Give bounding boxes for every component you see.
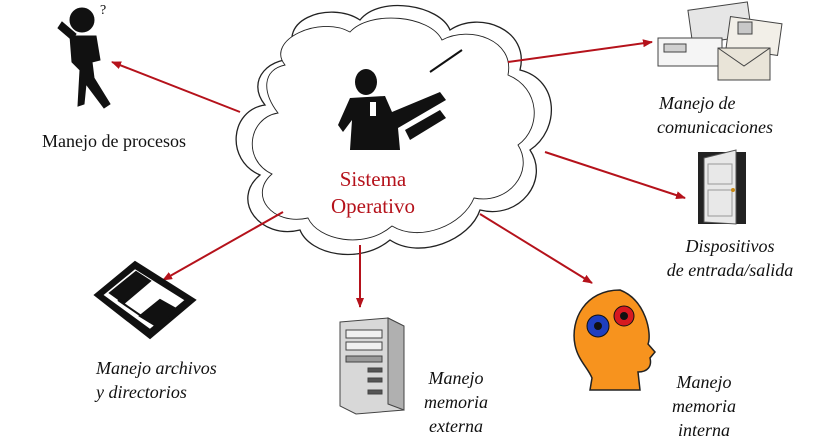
label-memoria-externa: Manejo memoria externa — [406, 366, 506, 438]
label-memoria-externa-line2: memoria — [424, 392, 488, 412]
label-archivos: Manejo archivos y directorios — [96, 356, 217, 404]
label-dispositivos-line2: de entrada/salida — [666, 260, 794, 280]
label-dispositivos-line1: Dispositivos — [685, 236, 775, 256]
label-comunicaciones: Manejo de comunicaciones — [657, 91, 773, 139]
thinking-person-icon: ? — [57, 3, 111, 109]
computer-tower-icon — [339, 317, 405, 415]
label-archivos-line1: Manejo archivos — [96, 358, 217, 378]
label-archivos-line2: y directorios — [96, 382, 187, 402]
center-label: Sistema Operativo — [318, 166, 428, 220]
label-memoria-interna-line3: interna — [678, 420, 730, 440]
arrow-memoria-interna — [479, 213, 593, 284]
arrow-dispositivos — [544, 151, 686, 199]
label-memoria-externa-line3: externa — [429, 416, 483, 436]
head-gears-icon — [573, 289, 656, 391]
label-memoria-externa-line1: Manejo — [428, 368, 484, 388]
envelopes-icon — [657, 1, 783, 81]
door-icon — [698, 149, 746, 225]
arrow-comunicaciones — [507, 39, 653, 63]
label-dispositivos: Dispositivos de entrada/salida — [640, 234, 820, 282]
arrow-archivos — [162, 211, 284, 281]
center-label-line2: Operativo — [331, 194, 415, 218]
label-comunicaciones-line2: comunicaciones — [657, 117, 773, 137]
center-label-line1: Sistema — [339, 167, 407, 191]
svg-text:?: ? — [100, 3, 106, 18]
label-procesos: Manejo de procesos — [42, 131, 186, 151]
label-memoria-interna-line1: Manejo — [676, 372, 732, 392]
label-memoria-interna-line2: memoria — [672, 396, 736, 416]
arrow-procesos — [111, 61, 241, 113]
label-comunicaciones-line1: Manejo de — [659, 93, 736, 113]
arrows — [111, 39, 686, 308]
floppy-disk-icon — [93, 260, 197, 340]
label-memoria-interna: Manejo memoria interna — [654, 370, 754, 442]
conductor-icon — [338, 49, 463, 150]
